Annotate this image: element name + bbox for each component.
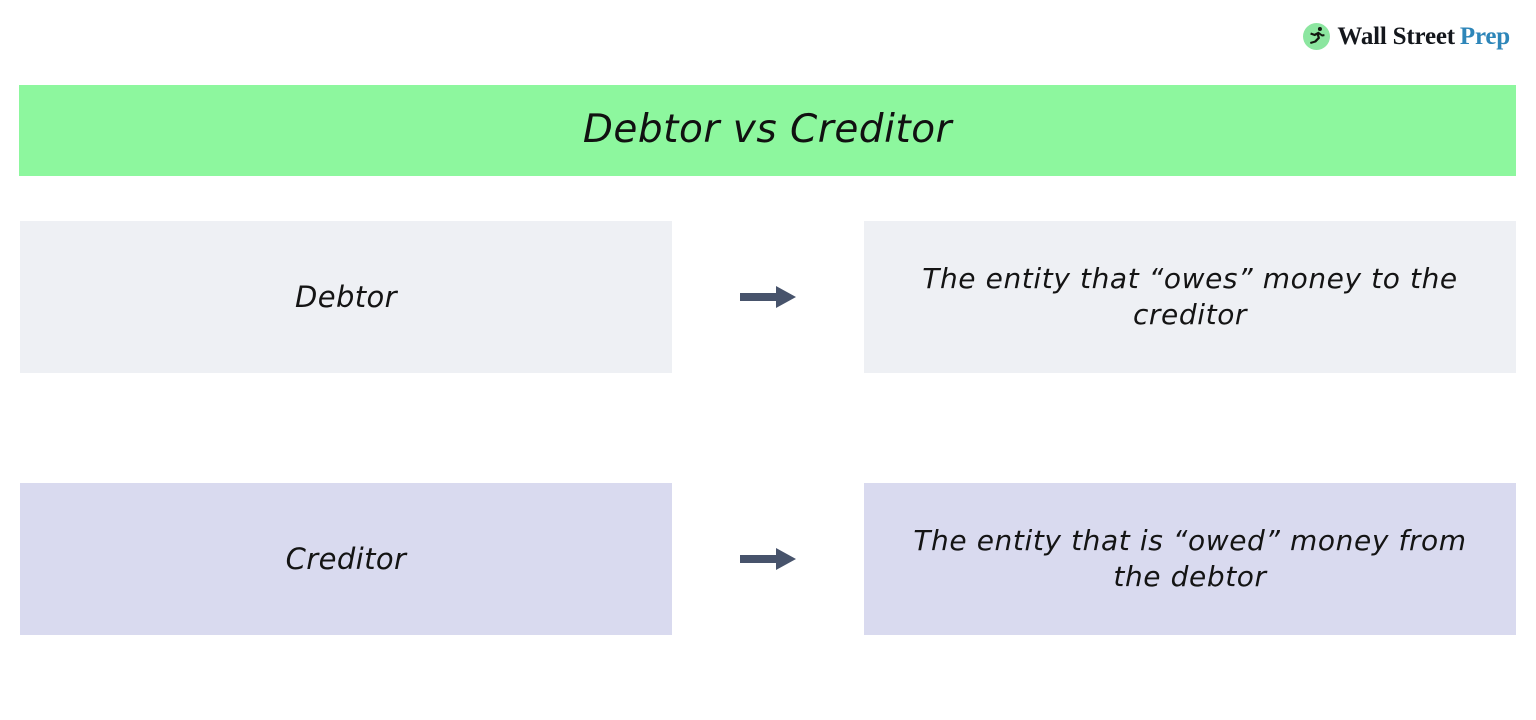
running-person-icon bbox=[1303, 22, 1331, 50]
creditor-term-label: Creditor bbox=[285, 541, 407, 576]
creditor-term-box: Creditor bbox=[20, 483, 672, 635]
debtor-term-label: Debtor bbox=[294, 279, 398, 314]
right-arrow-icon bbox=[738, 541, 798, 577]
creditor-description-box: The entity that is “owed” money from the… bbox=[864, 483, 1516, 635]
brand-name-primary: Wall Street bbox=[1337, 22, 1455, 50]
debtor-description-box: The entity that “owes” money to the cred… bbox=[864, 221, 1516, 373]
debtor-description-text: The entity that “owes” money to the cred… bbox=[922, 262, 1458, 331]
page-title: Debtor vs Creditor bbox=[582, 107, 953, 153]
row-creditor: Creditor The entity that is “owed” money… bbox=[0, 483, 1536, 635]
title-banner: Debtor vs Creditor bbox=[19, 85, 1516, 176]
debtor-term-box: Debtor bbox=[20, 221, 672, 373]
row-debtor: Debtor The entity that “owes” money to t… bbox=[0, 221, 1536, 373]
brand-name-accent: Prep bbox=[1459, 22, 1510, 50]
creditor-description-text: The entity that is “owed” money from the… bbox=[913, 524, 1467, 593]
right-arrow-icon bbox=[738, 279, 798, 315]
